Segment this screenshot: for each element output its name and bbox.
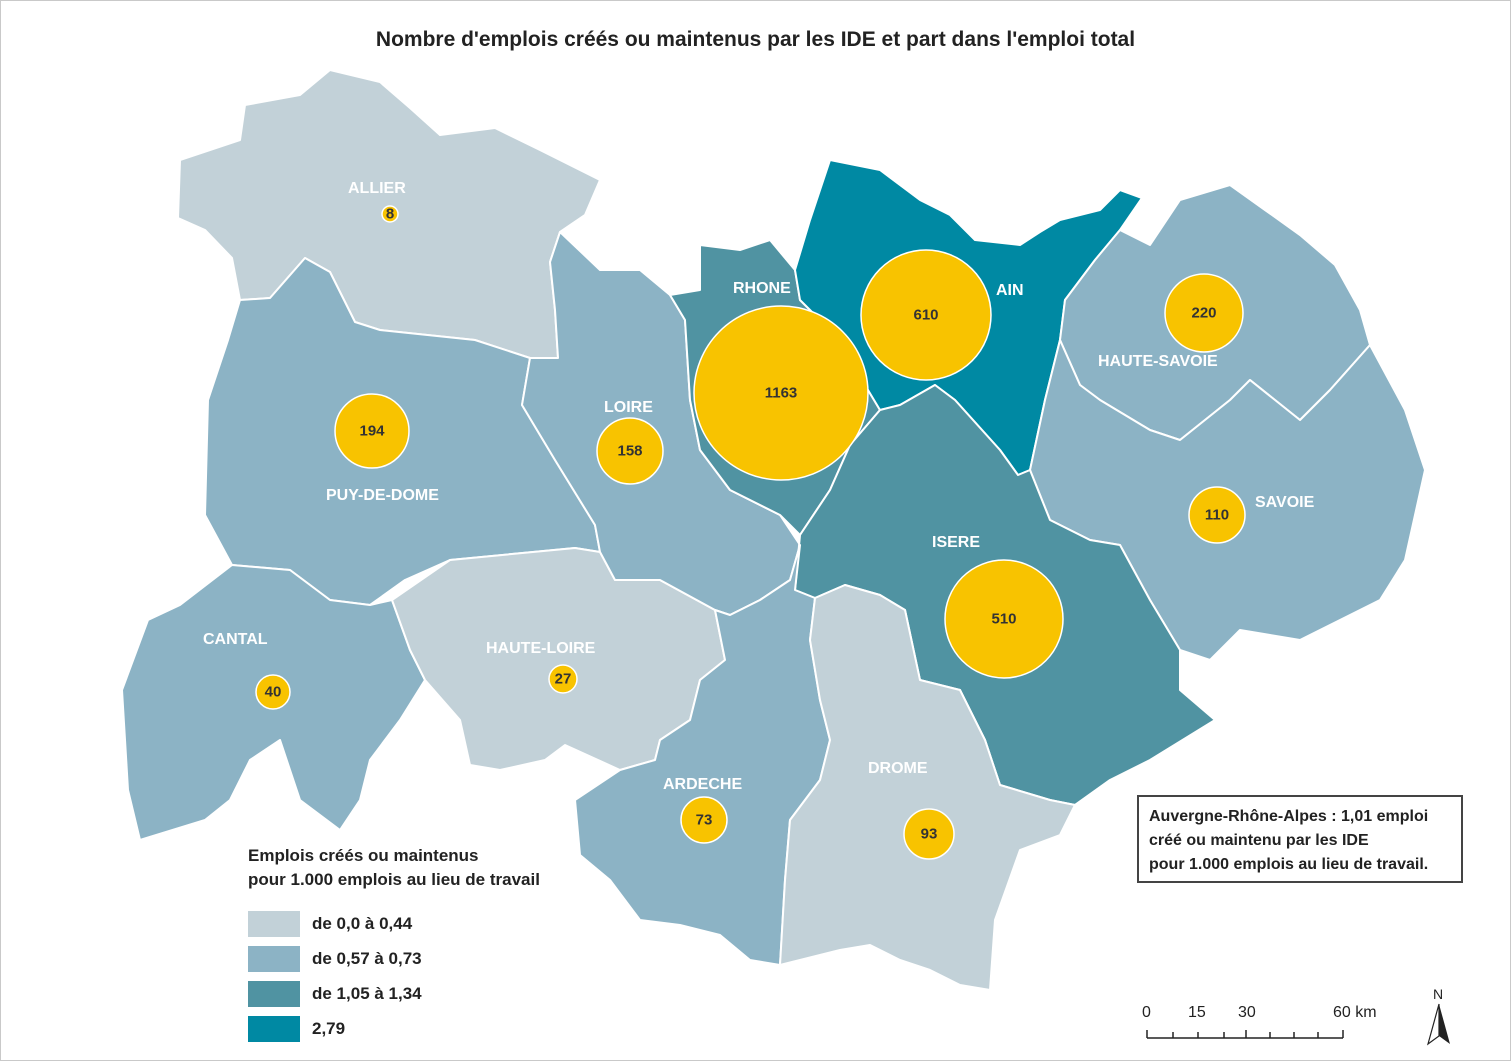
regional-summary-box: Auvergne-Rhône-Alpes : 1,01 emploi créé … bbox=[1137, 795, 1463, 883]
scale-label: 60 km bbox=[1333, 1004, 1377, 1021]
bubble-rhone: 1163 bbox=[693, 305, 869, 481]
bubble-haute-loire: 27 bbox=[548, 664, 578, 694]
summary-line: pour 1.000 emplois au lieu de travail. bbox=[1149, 856, 1429, 873]
bubble-value: 40 bbox=[265, 684, 282, 701]
legend-title-line2: pour 1.000 emplois au lieu de travail bbox=[248, 870, 540, 889]
scale-label: 0 bbox=[1142, 1004, 1151, 1021]
bubble-value: 110 bbox=[1205, 507, 1229, 524]
legend-title-line1: Emplois créés ou maintenus bbox=[248, 846, 479, 865]
bubble-isere: 510 bbox=[944, 559, 1064, 679]
label-isere: ISERE bbox=[932, 534, 980, 551]
legend-item: de 0,57 à 0,73 bbox=[248, 941, 540, 976]
bubble-value: 93 bbox=[921, 826, 938, 843]
label-loire: LOIRE bbox=[604, 399, 653, 416]
label-ain: AIN bbox=[996, 282, 1024, 299]
scale-labels: 0 15 30 60 km bbox=[1140, 1004, 1400, 1024]
label-haute-savoie: HAUTE-SAVOIE bbox=[1098, 353, 1218, 370]
label-puy-de-dome: PUY-DE-DOME bbox=[326, 487, 439, 504]
bubble-puy-de-dome: 194 bbox=[334, 393, 410, 469]
legend-items: de 0,0 à 0,44 de 0,57 à 0,73 de 1,05 à 1… bbox=[248, 906, 540, 1046]
north-label: N bbox=[1433, 986, 1444, 1002]
bubble-value: 73 bbox=[696, 812, 713, 829]
bubble-loire: 158 bbox=[596, 417, 664, 485]
scale-ruler bbox=[1146, 1030, 1344, 1039]
label-savoie: SAVOIE bbox=[1255, 494, 1315, 511]
label-allier: ALLIER bbox=[348, 180, 406, 197]
legend-label: de 0,0 à 0,44 bbox=[312, 913, 413, 933]
legend-label: de 0,57 à 0,73 bbox=[312, 948, 422, 968]
bubble-value: 158 bbox=[617, 443, 642, 460]
bubble-ain: 610 bbox=[860, 249, 992, 381]
north-arrow-icon bbox=[1426, 1003, 1450, 1046]
legend-swatch bbox=[248, 910, 300, 937]
bubble-ardeche: 73 bbox=[680, 796, 728, 844]
scale-bar: 0 15 30 60 km bbox=[1140, 1004, 1377, 1044]
bubble-value: 510 bbox=[991, 611, 1016, 628]
bubble-value: 1163 bbox=[765, 385, 798, 402]
scale-label: 30 bbox=[1238, 1004, 1256, 1021]
legend-title: Emplois créés ou maintenus pour 1.000 em… bbox=[248, 844, 540, 892]
label-cantal: CANTAL bbox=[203, 631, 268, 648]
bubble-drome: 93 bbox=[903, 808, 955, 860]
bubble-value: 194 bbox=[359, 423, 385, 440]
legend-swatch bbox=[248, 945, 300, 972]
label-rhone: RHONE bbox=[733, 280, 791, 297]
bubble-haute-savoie: 220 bbox=[1164, 273, 1244, 353]
legend-item: de 1,05 à 1,34 bbox=[248, 976, 540, 1011]
bubble-value: 8 bbox=[386, 206, 394, 223]
bubble-cantal: 40 bbox=[255, 674, 291, 710]
bubble-savoie: 110 bbox=[1188, 486, 1246, 544]
summary-line: créé ou maintenu par les IDE bbox=[1149, 832, 1369, 849]
north-arrow: N bbox=[1424, 986, 1454, 1046]
bubble-allier: 8 bbox=[381, 205, 399, 223]
legend: Emplois créés ou maintenus pour 1.000 em… bbox=[248, 844, 540, 1046]
label-drome: DROME bbox=[868, 760, 928, 777]
legend-item: de 0,0 à 0,44 bbox=[248, 906, 540, 941]
map-title: Nombre d'emplois créés ou maintenus par … bbox=[375, 28, 1136, 51]
legend-swatch bbox=[248, 980, 300, 1007]
dept-drome[interactable] bbox=[779, 584, 1076, 991]
legend-swatch bbox=[248, 1015, 300, 1042]
legend-item: 2,79 bbox=[248, 1011, 540, 1046]
bubble-value: 27 bbox=[555, 671, 572, 688]
bubble-value: 610 bbox=[913, 307, 938, 324]
label-ardeche: ARDECHE bbox=[663, 776, 742, 793]
bubble-value: 220 bbox=[1191, 305, 1216, 322]
legend-label: de 1,05 à 1,34 bbox=[312, 983, 422, 1003]
legend-label: 2,79 bbox=[312, 1018, 346, 1038]
scale-label: 15 bbox=[1188, 1004, 1206, 1021]
summary-line: Auvergne-Rhône-Alpes : 1,01 emploi bbox=[1149, 808, 1429, 825]
label-haute-loire: HAUTE-LOIRE bbox=[486, 640, 596, 657]
